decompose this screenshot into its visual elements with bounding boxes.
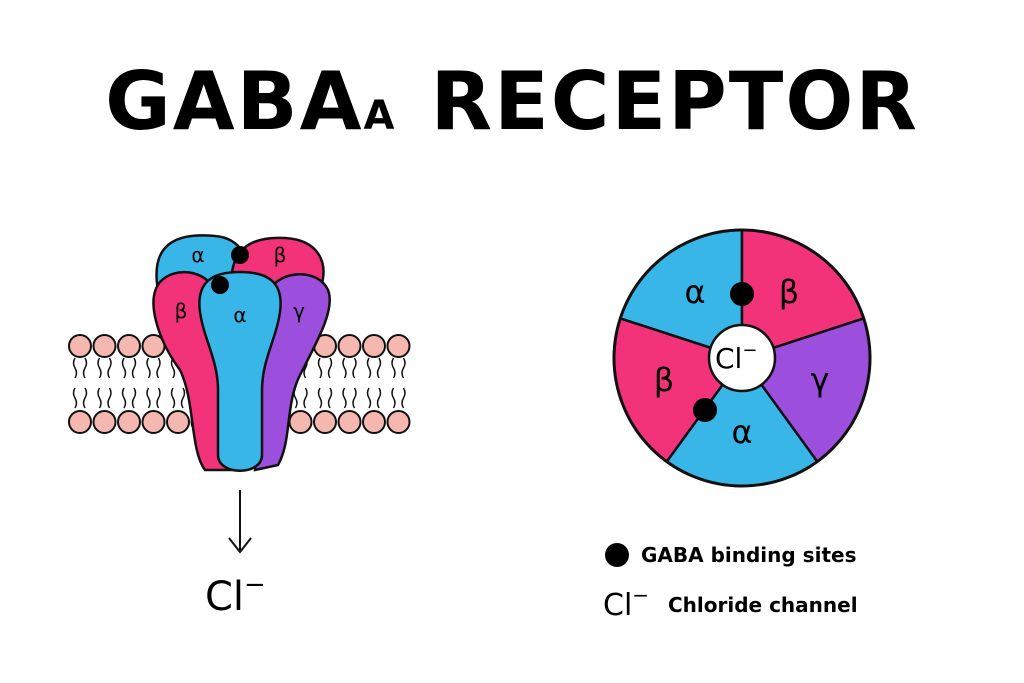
lipid-tail xyxy=(121,357,127,379)
lipid-head xyxy=(337,334,362,358)
lipid-head xyxy=(117,334,141,358)
lipid-tail xyxy=(156,387,161,409)
legend-binding-site-dot xyxy=(605,543,629,567)
top-view: Cl− α β γ α β xyxy=(612,228,872,488)
label-alpha-back: α xyxy=(191,243,204,267)
lipid-tail xyxy=(72,357,78,379)
lipid-head xyxy=(166,410,190,434)
legend-chloride-base: Cl xyxy=(603,588,632,623)
lipid-tail xyxy=(401,357,406,379)
pore-label: Cl− xyxy=(715,340,757,375)
lipid-tail xyxy=(107,357,112,379)
lipid-head xyxy=(117,410,141,434)
chloride-ion-label: Cl− xyxy=(205,570,266,620)
lipid-tail xyxy=(317,387,323,409)
lipid-tail xyxy=(97,357,102,379)
ring-outline xyxy=(612,228,872,488)
lipid-tail xyxy=(376,387,382,409)
lipid-tail xyxy=(391,357,396,379)
lipid-tail xyxy=(327,387,333,409)
label-beta-back: β xyxy=(274,243,287,267)
label-gamma-front: γ xyxy=(293,299,305,323)
chloride-ion-charge: − xyxy=(244,570,266,600)
lipid-tail xyxy=(391,387,396,409)
title-main: GABA xyxy=(105,55,364,148)
lipid-head xyxy=(386,334,411,358)
label-beta-top: β xyxy=(779,273,799,311)
gaba-binding-site-dot xyxy=(730,282,754,306)
lipid-head xyxy=(141,410,166,434)
lipid-head xyxy=(288,410,313,434)
lipid-tail xyxy=(107,387,112,409)
legend-chloride-symbol: Cl− xyxy=(603,583,649,623)
legend-binding-sites-label: GABA binding sites xyxy=(641,543,856,567)
lipid-tail xyxy=(180,387,186,409)
lipid-tail xyxy=(72,387,78,409)
lipid-tail xyxy=(401,387,406,409)
side-view: α β β α γ Cl− xyxy=(68,234,411,620)
lipid-tail xyxy=(82,357,88,379)
title-subscript: A xyxy=(363,93,395,139)
lipid-head xyxy=(386,410,411,434)
gaba-binding-site-dot xyxy=(211,276,229,294)
lipid-head xyxy=(68,334,92,358)
lipid-head xyxy=(362,334,386,358)
lipid-head xyxy=(337,410,362,434)
lipid-tail xyxy=(327,357,333,379)
title-rest: RECEPTOR xyxy=(430,55,919,148)
pore-label-charge: − xyxy=(742,340,757,361)
lipid-tail xyxy=(366,357,372,379)
legend: GABA binding sites Cl− Chloride channel xyxy=(603,543,858,623)
chloride-ion-base: Cl xyxy=(205,574,244,620)
lipid-tail xyxy=(131,387,137,409)
lipid-tail xyxy=(342,387,347,409)
lipid-tail xyxy=(156,357,161,379)
label-alpha-front: α xyxy=(233,303,246,327)
lipid-tail xyxy=(352,387,357,409)
legend-chloride-channel-label: Chloride channel xyxy=(668,593,858,617)
lipid-head xyxy=(92,410,117,434)
lipid-tail xyxy=(170,357,176,379)
lipid-head xyxy=(68,410,92,434)
lipid-head xyxy=(313,410,337,434)
chloride-pore xyxy=(707,323,777,393)
lipid-tail xyxy=(366,387,372,409)
lipid-tail xyxy=(352,357,357,379)
lipid-tail xyxy=(303,387,308,409)
label-beta-left: β xyxy=(654,361,674,399)
lipid-tail xyxy=(131,357,137,379)
lipid-head xyxy=(362,410,386,434)
lipid-tail xyxy=(342,357,347,379)
lipid-tail xyxy=(376,357,382,379)
lipid-tail xyxy=(317,357,323,379)
lipid-tail xyxy=(146,387,151,409)
lipid-tail xyxy=(170,387,176,409)
ion-flow-arrowhead xyxy=(228,537,252,554)
label-gamma: γ xyxy=(811,361,830,399)
diagram-title: GABAA RECEPTOR xyxy=(0,52,1024,166)
legend-chloride-charge: − xyxy=(632,583,649,607)
lipid-tail xyxy=(97,387,102,409)
gaba-binding-site-dot xyxy=(231,246,249,264)
pore-label-base: Cl xyxy=(715,342,742,375)
lipid-head xyxy=(92,334,117,358)
lipid-tail xyxy=(82,387,88,409)
label-alpha-bottom: α xyxy=(731,413,752,451)
label-beta-front: β xyxy=(175,299,188,323)
label-alpha-top: α xyxy=(684,273,705,311)
gaba-binding-site-dot xyxy=(693,398,717,422)
lipid-tail xyxy=(146,357,151,379)
subunit-alpha-front xyxy=(198,270,282,472)
lipid-tail xyxy=(121,387,127,409)
